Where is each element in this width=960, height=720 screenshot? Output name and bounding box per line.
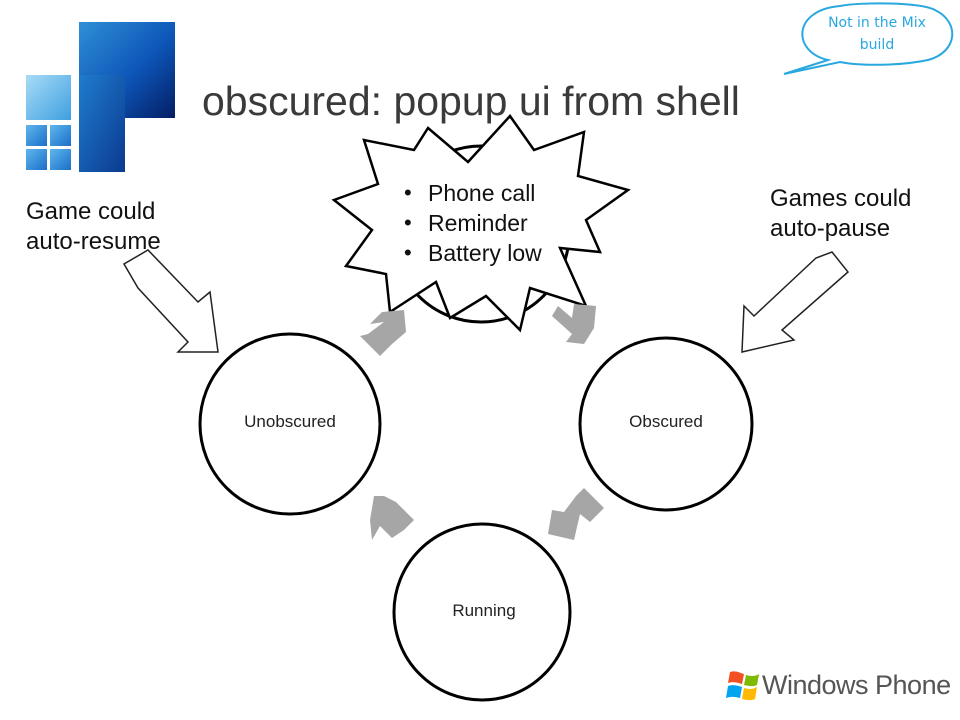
node-obscured-circle	[578, 336, 754, 512]
arrow-obscured-to-running	[548, 488, 604, 540]
node-label-running: Running	[452, 601, 516, 620]
node-unobscured-circle	[198, 332, 382, 516]
arrow-popup-to-obscured	[552, 304, 596, 344]
logo-square-small-3	[26, 149, 47, 170]
arrow-unobscured-to-popup	[360, 310, 406, 356]
logo-square-small-4	[50, 149, 71, 170]
logo-square-light	[26, 75, 71, 120]
node-label-obscured: Obscured	[629, 412, 703, 431]
node-label-unobscured: Unobscured	[244, 412, 336, 431]
logo-square-medium	[79, 75, 125, 172]
popup-reason-item: Reminder	[402, 208, 562, 238]
blue-squares-logo-icon	[26, 22, 175, 172]
note-auto-resume: Game could auto-resume	[26, 198, 161, 255]
popup-reason-item: Phone call	[402, 178, 562, 208]
flag-green	[744, 674, 759, 687]
windows-flag-icon	[726, 671, 759, 701]
flag-blue	[726, 685, 742, 698]
speech-bubble-text: Not in the Mix build	[828, 15, 926, 53]
speech-bubble-shape	[783, 2, 954, 75]
flag-yellow	[742, 687, 757, 701]
flag-red	[728, 671, 744, 684]
node-running-circle	[392, 522, 572, 702]
popup-reason-item: Battery low	[402, 238, 562, 268]
cycle-arrows	[360, 304, 604, 540]
windows-phone-brand: Windows Phone	[762, 670, 951, 701]
slide-title: obscured: popup ui from shell	[202, 78, 740, 124]
arrow-running-to-unobscured	[370, 496, 414, 540]
outline-arrow-left	[122, 249, 219, 353]
popup-reasons-list: Phone call Reminder Battery low	[402, 178, 562, 268]
speech-bubble	[783, 2, 954, 75]
outline-arrow-right	[741, 251, 850, 353]
logo-square-small-2	[50, 125, 71, 146]
logo-square-small-1	[26, 125, 47, 146]
brand-name: Windows Phone	[762, 670, 951, 700]
note-auto-pause: Games could auto-pause	[770, 185, 912, 242]
